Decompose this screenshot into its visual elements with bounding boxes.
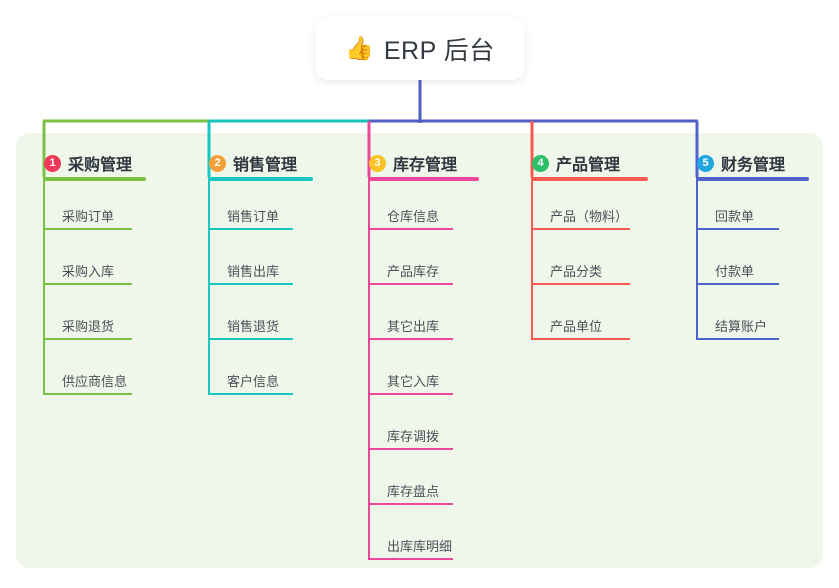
leaf-item[interactable]: 其它出库 [369,310,453,340]
leaf-label: 结算账户 [715,319,768,334]
leaf-underline [44,228,132,230]
leaf-label: 产品（物料） [550,209,629,224]
leaf-item[interactable]: 库存盘点 [369,475,453,505]
leaf-label: 销售订单 [227,209,280,224]
leaf-label: 供应商信息 [62,374,128,389]
leaf-underline [697,283,779,285]
leaf-label: 销售出库 [227,264,280,279]
leaf-item[interactable]: 付款单 [697,255,779,285]
column-underline [369,177,479,181]
leaf-item[interactable]: 供应商信息 [44,365,132,395]
column-title: 财务管理 [721,157,786,174]
leaf-underline [369,558,453,560]
leaf-item[interactable]: 仓库信息 [369,200,453,230]
leaf-item[interactable]: 采购订单 [44,200,132,230]
thumbs-up-icon: 👍 [345,35,374,61]
column-title: 采购管理 [68,157,133,174]
leaf-item[interactable]: 销售出库 [209,255,293,285]
leaf-underline [369,228,453,230]
column-title: 销售管理 [233,157,298,174]
column-header-1[interactable]: 1 采购管理 [44,151,132,175]
leaf-underline [532,338,630,340]
leaf-item[interactable]: 产品库存 [369,255,453,285]
leaf-item[interactable]: 产品单位 [532,310,630,340]
leaf-item[interactable]: 出库库明细 [369,530,453,560]
leaf-label: 其它出库 [387,319,440,334]
tree-panel [16,133,823,568]
root-title: ERP 后台 [383,36,495,65]
leaf-underline [44,393,132,395]
leaf-underline [369,393,453,395]
leaf-item[interactable]: 销售订单 [209,200,293,230]
leaf-label: 其它入库 [387,374,440,389]
column-underline [44,177,146,181]
leaf-underline [209,228,293,230]
leaf-underline [44,283,132,285]
leaf-label: 采购退货 [62,319,115,334]
leaf-item[interactable]: 采购入库 [44,255,132,285]
badge-number-icon: 3 [369,154,386,172]
leaf-underline [209,283,293,285]
column-header-3[interactable]: 3 库存管理 [369,151,457,175]
leaf-label: 付款单 [715,264,755,279]
column-title: 库存管理 [393,157,458,174]
badge-number-icon: 2 [209,154,226,172]
badge-number-icon: 4 [532,154,549,172]
leaf-item[interactable]: 产品（物料） [532,200,630,230]
leaf-label: 出库库明细 [387,539,453,554]
badge-number-icon: 1 [44,154,61,172]
leaf-underline [697,338,779,340]
leaf-underline [697,228,779,230]
leaf-underline [369,448,453,450]
leaf-underline [209,393,293,395]
column-underline [532,177,648,181]
leaf-item[interactable]: 销售退货 [209,310,293,340]
column-underline [209,177,313,181]
badge-number-icon: 5 [697,154,714,172]
leaf-label: 销售退货 [227,319,280,334]
leaf-underline [369,503,453,505]
leaf-item[interactable]: 采购退货 [44,310,132,340]
leaf-label: 采购入库 [62,264,115,279]
leaf-item[interactable]: 库存调拨 [369,420,453,450]
column-header-5[interactable]: 5 财务管理 [697,151,785,175]
column-underline [697,177,809,181]
column-header-4[interactable]: 4 产品管理 [532,151,620,175]
root-node[interactable]: 👍 ERP 后台 [315,17,525,80]
leaf-underline [44,338,132,340]
leaf-label: 客户信息 [227,374,280,389]
leaf-item[interactable]: 回款单 [697,200,779,230]
leaf-item[interactable]: 其它入库 [369,365,453,395]
column-header-2[interactable]: 2 销售管理 [209,151,297,175]
leaf-label: 采购订单 [62,209,115,224]
column-title: 产品管理 [556,157,621,174]
leaf-label: 产品单位 [550,319,603,334]
leaf-label: 库存盘点 [387,484,440,499]
leaf-label: 产品分类 [550,264,603,279]
leaf-item[interactable]: 产品分类 [532,255,630,285]
leaf-underline [369,338,453,340]
leaf-underline [369,283,453,285]
leaf-label: 仓库信息 [387,209,440,224]
leaf-underline [209,338,293,340]
leaf-underline [532,283,630,285]
leaf-label: 产品库存 [387,264,440,279]
leaf-label: 库存调拨 [387,429,440,444]
leaf-item[interactable]: 客户信息 [209,365,293,395]
leaf-underline [532,228,630,230]
leaf-item[interactable]: 结算账户 [697,310,779,340]
leaf-label: 回款单 [715,209,755,224]
